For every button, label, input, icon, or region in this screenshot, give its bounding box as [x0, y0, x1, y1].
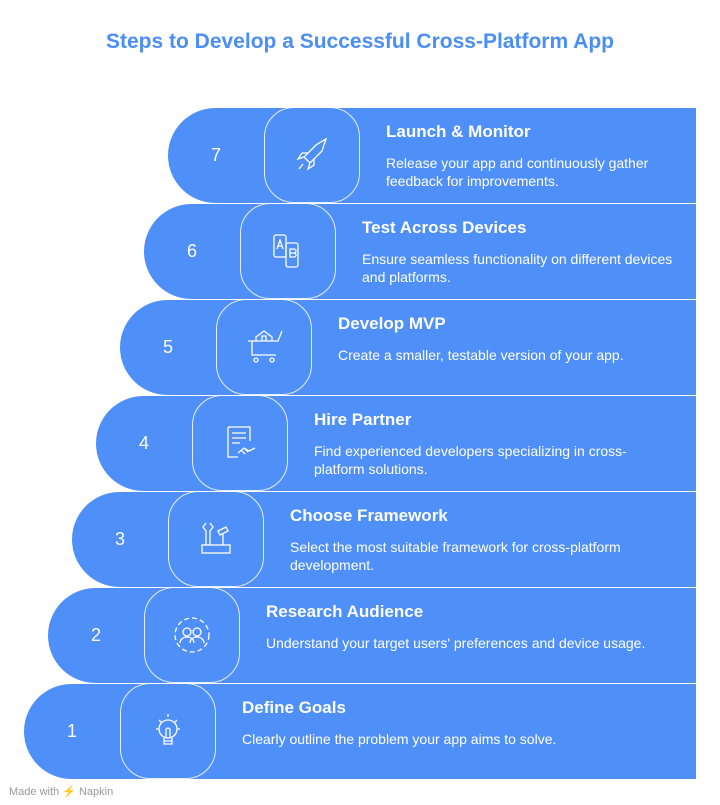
- step-description: Release your app and continuously gather…: [386, 155, 649, 189]
- step-description: Ensure seamless functionality on differe…: [362, 251, 673, 285]
- step-6: 6 Test Across Devices Ensure seamless fu…: [144, 203, 696, 299]
- icon-cell: [240, 203, 336, 299]
- step-2: 2 Research Audience Understand your targ…: [48, 587, 696, 683]
- lightbulb-icon: [156, 714, 180, 745]
- users-icon: [174, 617, 210, 653]
- step-7: 7 Launch & Monitor Release your app and …: [168, 107, 696, 203]
- handshake-contract-icon: [227, 426, 256, 458]
- step-heading: Test Across Devices: [362, 218, 527, 237]
- step-heading: Develop MVP: [338, 314, 446, 333]
- step-3: 3 Choose Framework Select the most suita…: [72, 491, 696, 587]
- icon-cell: [168, 491, 264, 587]
- ab-test-devices-icon: [273, 234, 299, 268]
- step-description: Create a smaller, testable version of yo…: [338, 347, 624, 363]
- step-1: 1 Define Goals Clearly outline the probl…: [24, 683, 696, 779]
- icon-cell: [192, 395, 288, 491]
- step-heading: Research Audience: [266, 602, 424, 621]
- napkin-watermark: Made with ⚡ Napkin: [9, 786, 114, 798]
- step-heading: Launch & Monitor: [386, 122, 531, 141]
- step-5: 5 Develop MVP Create a smaller, testable…: [120, 299, 696, 395]
- step-heading: Choose Framework: [290, 506, 448, 525]
- step-number: 6: [186, 241, 197, 261]
- step-description: Clearly outline the problem your app aim…: [242, 731, 557, 747]
- house-cart-icon: [248, 330, 283, 363]
- tools-icon: [201, 522, 231, 554]
- step-heading: Define Goals: [242, 698, 346, 717]
- step-4: 4 Hire Partner Find experienced develope…: [96, 395, 696, 491]
- step-number: 4: [138, 433, 149, 453]
- step-heading: Hire Partner: [314, 410, 412, 429]
- rocket-icon: [296, 137, 328, 171]
- step-number: 2: [90, 625, 101, 645]
- step-description: Understand your target users' preference…: [266, 635, 646, 651]
- step-number: 1: [66, 721, 77, 741]
- step-description: Find experienced developers specializing…: [314, 443, 627, 477]
- step-number: 5: [162, 337, 173, 357]
- icon-cell: [120, 683, 216, 779]
- icon-cell: [144, 587, 240, 683]
- step-number: 7: [210, 145, 221, 165]
- step-number: 3: [114, 529, 125, 549]
- step-description: Select the most suitable framework for c…: [290, 539, 621, 573]
- icon-cell: [216, 299, 312, 395]
- icon-cell: [264, 107, 360, 203]
- page-title: Steps to Develop a Successful Cross-Plat…: [105, 30, 614, 53]
